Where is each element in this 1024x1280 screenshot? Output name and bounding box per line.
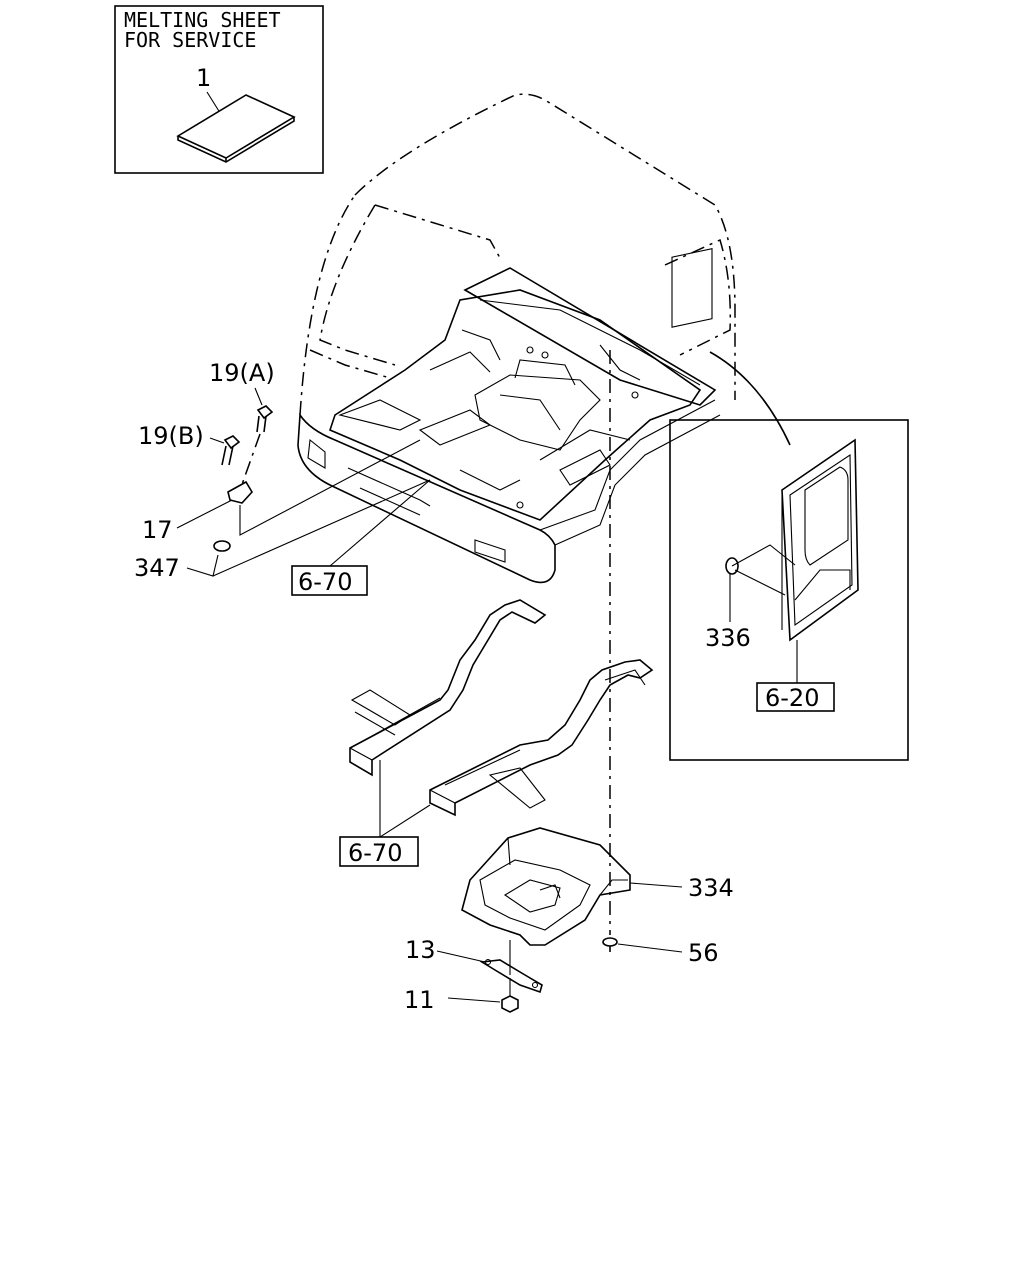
callout-334: 334 [688, 874, 734, 902]
callout-6-70-top: 6-70 [298, 568, 352, 596]
nut-11: 11 [404, 978, 519, 1014]
cab-floor-panel [329, 267, 717, 521]
side-panel-shape [781, 438, 859, 642]
melting-sheet-inset: MELTING SHEET FOR SERVICE 1 [114, 5, 324, 174]
strap-13: 13 [405, 936, 543, 994]
side-panel-inset: 336 6-20 [669, 351, 909, 761]
callout-336: 336 [705, 624, 751, 652]
grommet-347: 347 [134, 479, 431, 582]
callout-6-70-bottom: 6-70 [348, 839, 402, 867]
cab-front-panel [297, 399, 721, 584]
bracket-17: 17 [142, 439, 421, 544]
callout-13: 13 [405, 936, 436, 964]
callout-19b: 19(B) [138, 422, 204, 450]
callout-17: 17 [142, 516, 173, 544]
callout-19a: 19(A) [209, 359, 275, 387]
cover-334: 334 [461, 827, 734, 946]
callout-347: 347 [134, 554, 180, 582]
callout-11: 11 [404, 986, 435, 1014]
bolt-19b: 19(B) [138, 422, 241, 466]
clip-56: 56 [602, 937, 719, 967]
callout-1: 1 [196, 64, 211, 92]
callout-6-20: 6-20 [765, 684, 819, 712]
callout-56: 56 [688, 939, 719, 967]
inset-title-line1: MELTING SHEET [124, 8, 281, 32]
melting-sheet-shape [176, 94, 296, 163]
bolt-19a: 19(A) [209, 359, 275, 491]
inset-title-line2: FOR SERVICE [124, 28, 256, 52]
ref-6-70-bottom: 6-70 [339, 760, 431, 867]
cab-outline [299, 93, 736, 416]
ref-6-70-top: 6-70 [291, 479, 431, 596]
frame-rails [349, 599, 654, 817]
